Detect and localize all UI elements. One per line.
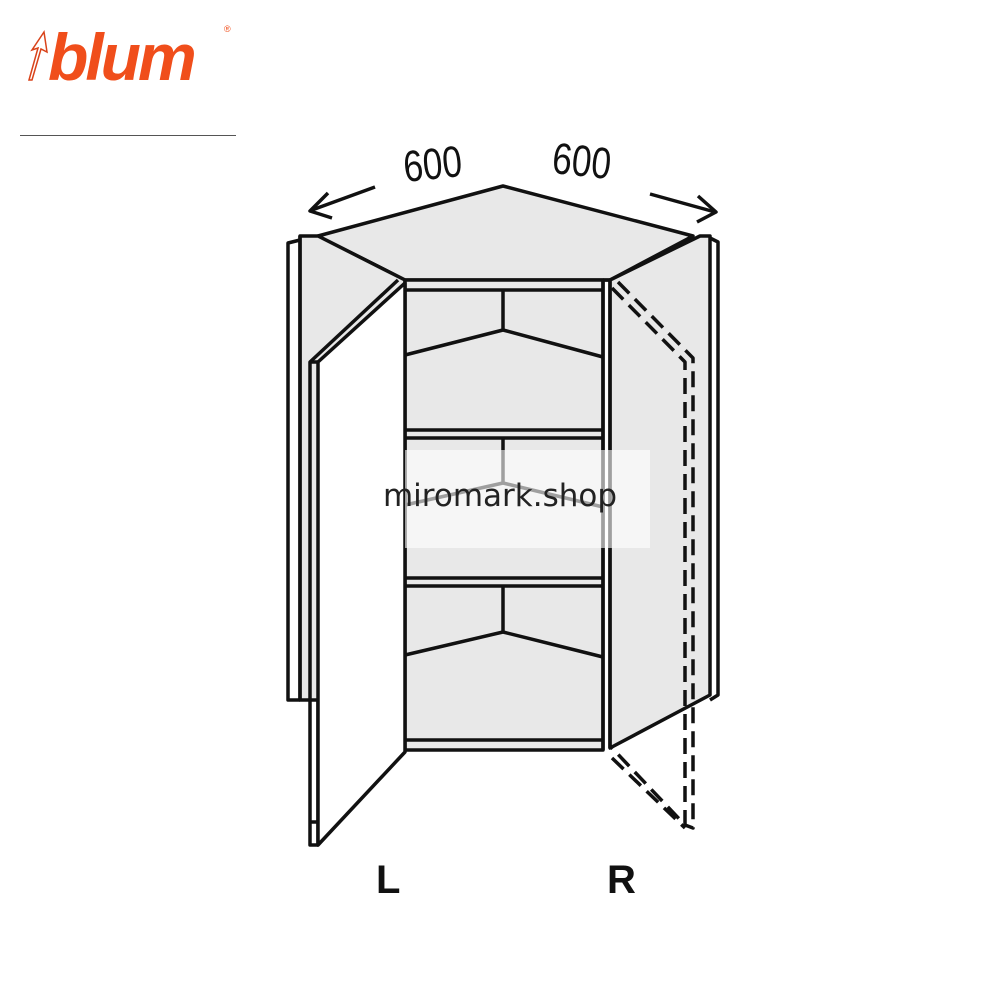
svg-text:®: ® <box>224 24 231 34</box>
dimension-arrow-left <box>308 185 376 220</box>
dimension-left-label: 600 <box>400 137 465 192</box>
arrow-icon <box>28 29 48 81</box>
label-right: R <box>607 858 636 902</box>
watermark-text: miromark.shop <box>382 478 618 514</box>
watermark-box <box>405 450 650 548</box>
right-door-dashed <box>610 280 695 830</box>
blum-logo: blum ® <box>28 20 231 88</box>
divider <box>20 135 236 136</box>
dimension-arrow-right <box>649 192 718 224</box>
dimension-right-label: 600 <box>549 134 614 189</box>
svg-text:blum: blum <box>48 20 194 88</box>
label-left: L <box>376 858 401 902</box>
